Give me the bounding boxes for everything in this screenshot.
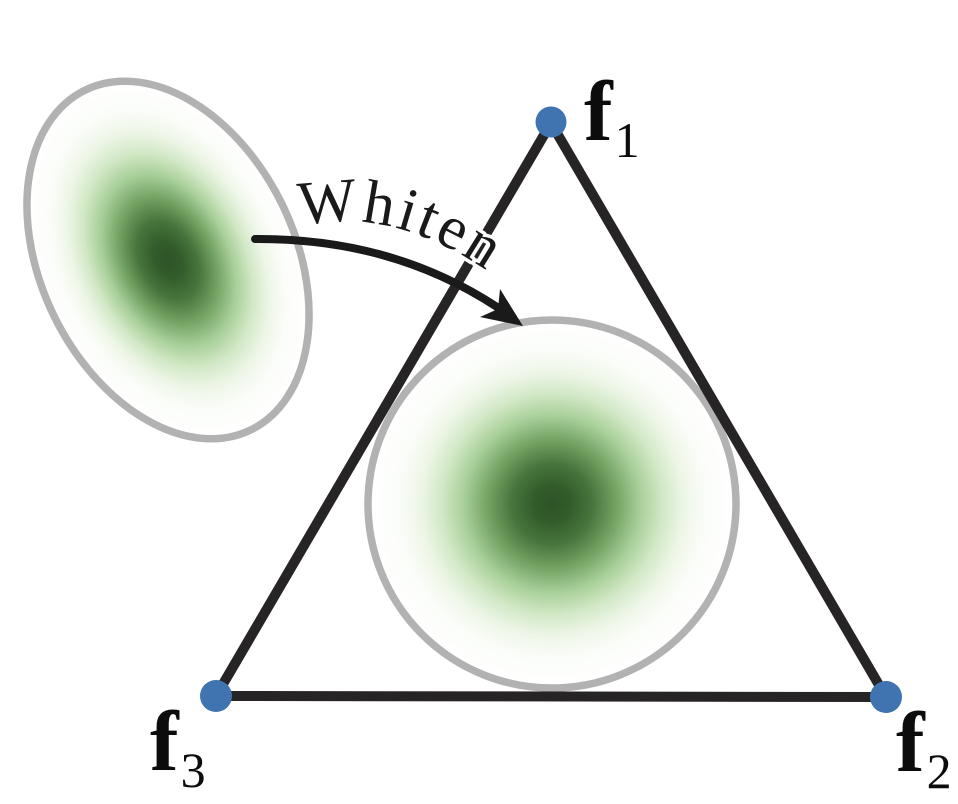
f1-label: f1 [584,63,640,168]
f2-label: f2 [896,694,952,799]
f2-label-base: f [896,694,926,790]
f1-label-subscript: 1 [615,112,640,168]
isotropic-gaussian-circle [364,316,740,692]
f3-label: f3 [150,693,206,798]
vertex-dot-f1 [535,106,567,138]
anisotropic-gaussian-ellipse [23,77,313,443]
simplex-triangle [211,118,891,702]
f3-label-subscript: 3 [181,742,206,798]
f3-label-base: f [150,693,180,789]
vertex-dot-f2 [870,681,902,713]
f1-label-base: f [584,63,614,159]
whiten-arrow-head-icon [480,289,523,326]
vertex-dot-f3 [200,680,232,712]
whiten-arrow-shaft [251,234,501,311]
f2-label-subscript: 2 [927,743,952,799]
